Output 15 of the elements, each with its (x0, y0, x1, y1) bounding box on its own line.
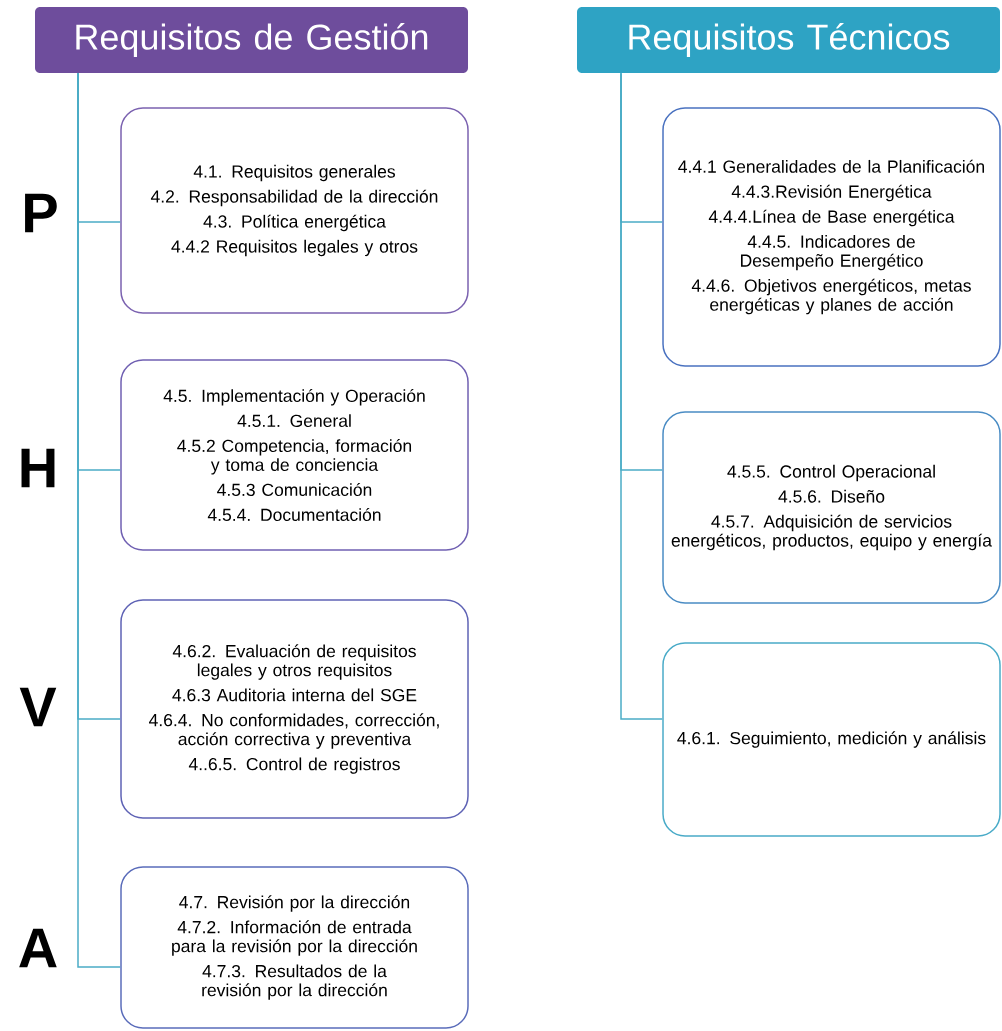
connector-line (77, 72, 121, 968)
item-box: 4.7. Revisión por la dirección 4.7.2. Información de entrada para la revisión por la dirección 4.7.3. Resultados de la revisión por la dirección (120, 866, 469, 1029)
item-box: 4.5. Implementación y Operación 4.5.1. General 4.5.2 Competencia, formación y toma de conciencia 4.5.3 Comunicación 4.5.4. Documentación (120, 359, 469, 551)
connector-line (620, 72, 663, 720)
phase-letter: H (21, 448, 55, 488)
item-box: 4.5.5. Control Operacional 4.5.6. Diseño 4.5.7. Adquisición de servicios energéticos, productos, equipo y energía (662, 411, 1001, 604)
item-box: 4.1. Requisitos generales 4.2. Responsabilidad de la dirección 4.3. Política energética 4.4.2 Requisitos legales y otros (120, 107, 469, 314)
header-banner: Requisitos Técnicos (577, 7, 1000, 73)
item-box: 4.4.1 Generalidades de la Planificación 4.4.3.Revisión Energética 4.4.4.Línea de Base energética 4.4.5. Indicadores de Desempeño Energético 4.4.6. Objetivos energéticos, metas energéticas y planes de acción (662, 107, 1001, 367)
item-box: 4.6.1. Seguimiento, medición y análisis (662, 642, 1001, 837)
header-banner: Requisitos de Gestión (35, 7, 468, 73)
phase-letter: A (19, 928, 57, 968)
phase-letter: V (19, 687, 57, 727)
item-box: 4.6.2. Evaluación de requisitos legales y otros requisitos 4.6.3 Auditoria interna del SGE 4.6.4. No conformidades, corrección, acción correctiva y preventiva 4..6.5. Control de registros (120, 599, 469, 819)
phase-letter: P (25, 193, 57, 233)
